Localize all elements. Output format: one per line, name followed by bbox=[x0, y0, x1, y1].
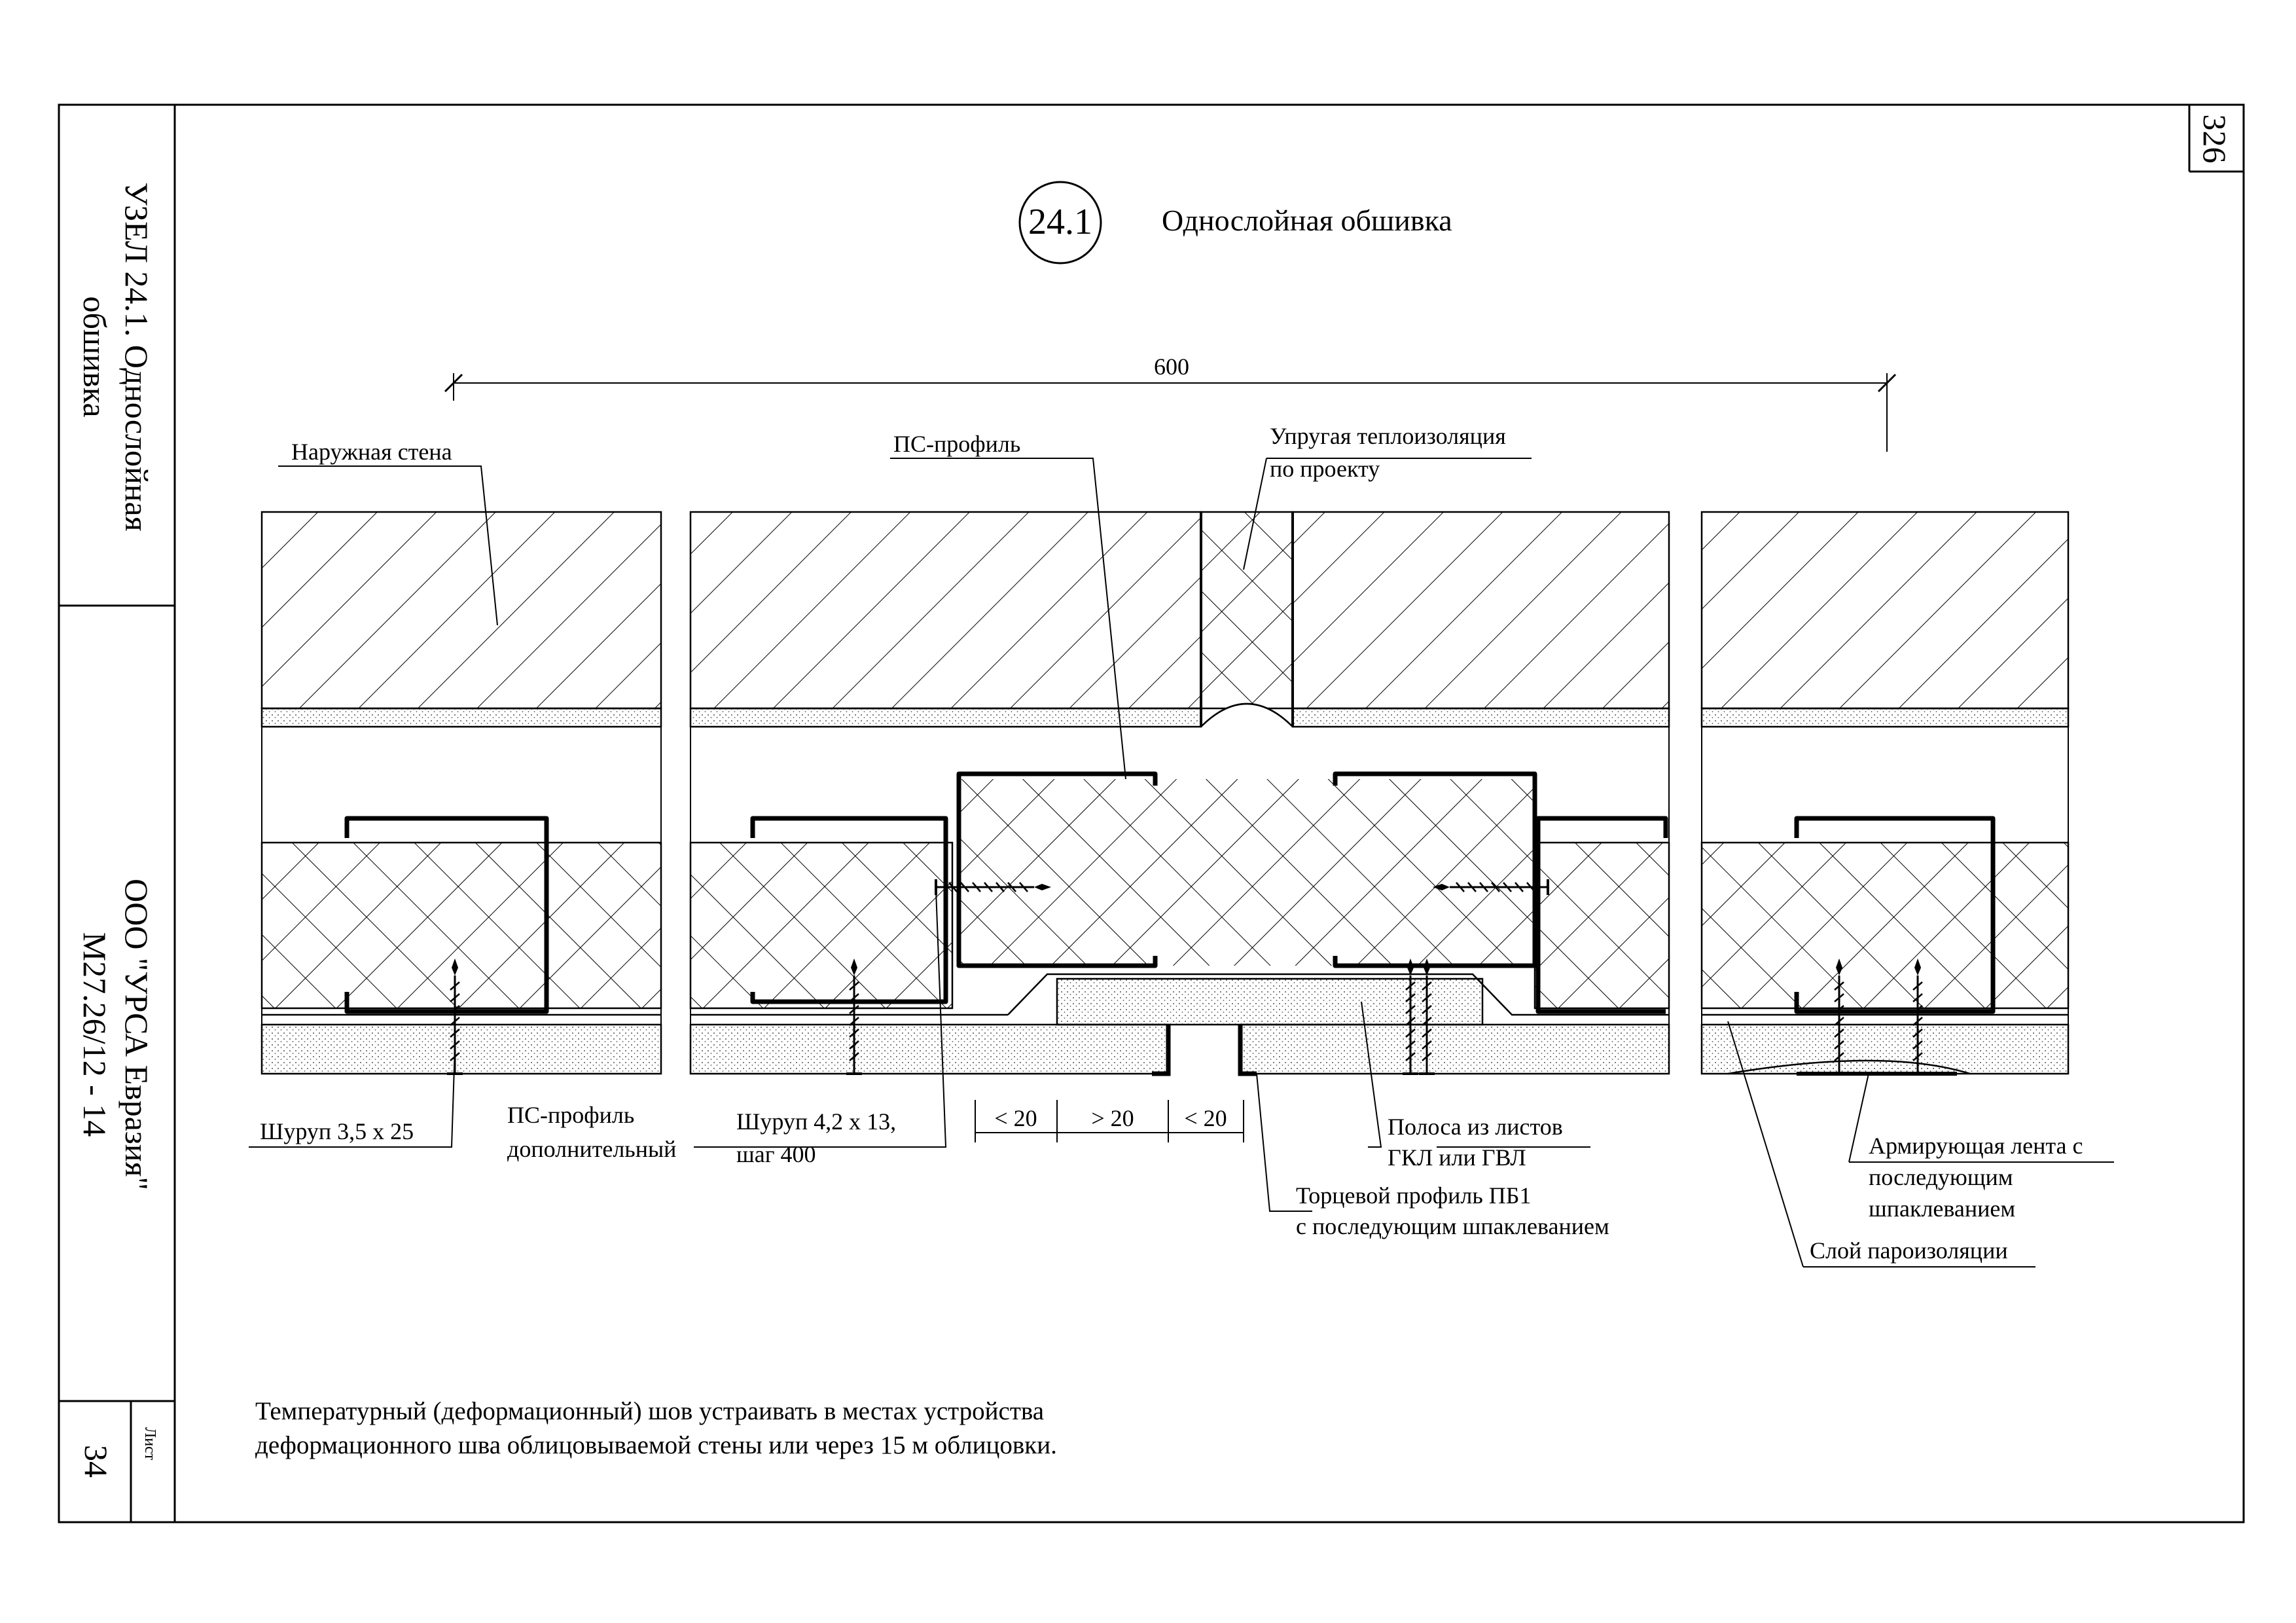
callout-screw-35: Шуруп 3,5 х 25 bbox=[260, 1118, 414, 1144]
callout-ps-extra-line1: ПС-профиль bbox=[507, 1102, 634, 1128]
section-edges bbox=[261, 727, 2069, 1074]
dimension-overall: 600 bbox=[1154, 354, 1189, 380]
callout-ps-profile: ПС-профиль bbox=[893, 431, 1020, 457]
callout-tape-line1: Армирующая лента с bbox=[1869, 1133, 2083, 1159]
side-stamp: УЗЕЛ 24.1. Однослойная обшивка ООО "УРСА… bbox=[77, 182, 158, 1478]
callout-tape-line3: шпаклеванием bbox=[1869, 1195, 2015, 1222]
callout-tape-line2: последующим bbox=[1869, 1164, 2013, 1190]
callout-ps-extra-line2: дополнительный bbox=[507, 1136, 676, 1162]
footnote-line2: деформационного шва облицовываемой стены… bbox=[255, 1431, 1057, 1459]
callouts: Наружная стена ПС-профиль Упругая теплои… bbox=[260, 423, 2083, 1264]
heading: 24.1 Однослойная обшивка bbox=[1018, 181, 1452, 264]
ps-profiles bbox=[344, 771, 1996, 1014]
sheet-number: 34 bbox=[78, 1445, 115, 1478]
leader-lines bbox=[249, 458, 2114, 1267]
gap-right-label: < 20 bbox=[1184, 1105, 1227, 1131]
dimension-600: 600 bbox=[444, 354, 1897, 452]
sheet-label: Лист bbox=[141, 1427, 158, 1461]
gap-dimensions: < 20 > 20 < 20 bbox=[975, 1100, 1244, 1142]
callout-end-profile-line2: с последующим шпаклеванием bbox=[1296, 1213, 1609, 1239]
callout-screw-42-line1: Шуруп 4,2 х 13, bbox=[736, 1108, 896, 1135]
callout-insulation-line2: по проекту bbox=[1270, 456, 1380, 482]
footnote: Температурный (деформационный) шов устра… bbox=[255, 1397, 1057, 1459]
gap-mid-label: > 20 bbox=[1091, 1105, 1134, 1131]
cladding bbox=[260, 973, 2070, 1076]
stamp-title-line1: УЗЕЛ 24.1. Однослойная bbox=[118, 182, 155, 531]
stamp-title-line2: обшивка bbox=[77, 296, 113, 417]
callout-screw-42-line2: шаг 400 bbox=[736, 1141, 816, 1167]
sheet-frame bbox=[58, 103, 2245, 1523]
node-number: 24.1 bbox=[1028, 202, 1092, 242]
outer-wall bbox=[260, 511, 2070, 728]
stamp-org-line2: М27.26/12 - 14 bbox=[77, 932, 113, 1137]
gap-left-label: < 20 bbox=[994, 1105, 1037, 1131]
callout-outer-wall: Наружная стена bbox=[291, 439, 452, 465]
stamp-org-line1: ООО "УРСА Евразия" bbox=[118, 879, 155, 1190]
callout-vapour: Слой пароизоляции bbox=[1810, 1237, 2008, 1264]
page-number: 326 bbox=[2197, 115, 2233, 164]
callout-strip-line2: ГКЛ или ГВЛ bbox=[1388, 1144, 1526, 1171]
drawing-title: Однослойная обшивка bbox=[1162, 204, 1452, 237]
callout-strip-line1: Полоса из листов bbox=[1388, 1114, 1563, 1140]
footnote-line1: Температурный (деформационный) шов устра… bbox=[255, 1397, 1044, 1425]
thermal-insulation bbox=[260, 779, 2070, 1010]
callout-insulation-line1: Упругая теплоизоляция bbox=[1270, 423, 1506, 449]
callout-end-profile-line1: Торцевой профиль ПБ1 bbox=[1296, 1182, 1531, 1209]
